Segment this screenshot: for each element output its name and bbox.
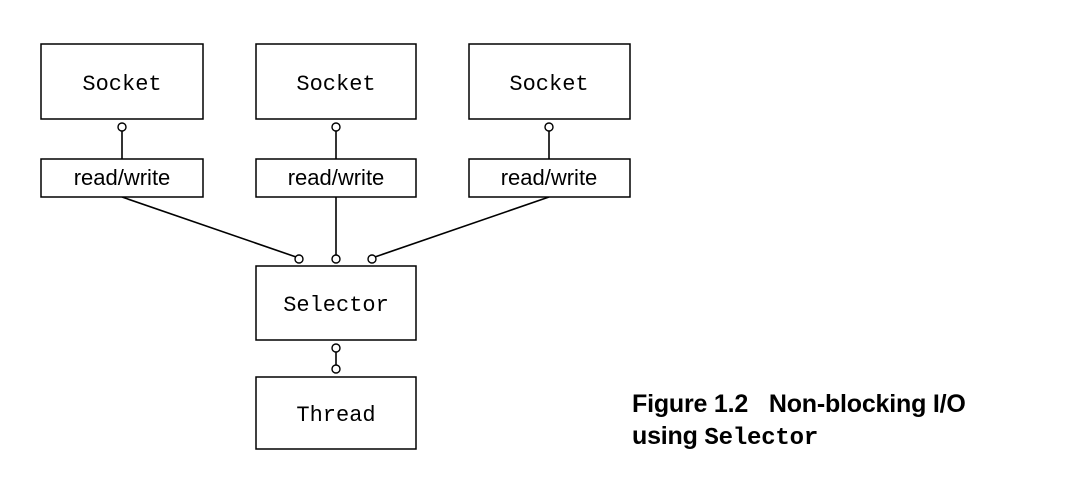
channel-2-label: read/write <box>288 165 385 190</box>
caption-line-2: using Selector <box>632 420 1052 455</box>
connector-socket-1 <box>117 122 127 132</box>
connector-selector-left <box>294 254 304 264</box>
thread-label: Thread <box>296 403 375 428</box>
connector-socket-2 <box>331 122 341 132</box>
socket-3: Socket <box>468 43 631 120</box>
wire-channel-1-to-selector <box>121 196 300 259</box>
caption-title-code: Selector <box>704 425 819 452</box>
connector-socket-3 <box>544 122 554 132</box>
connection-wires <box>121 127 550 370</box>
connector-selector-bottom <box>331 343 341 353</box>
socket-1: Socket <box>40 43 204 120</box>
channel-3-label: read/write <box>501 165 598 190</box>
connector-selector-right <box>367 254 377 264</box>
wire-channel-3-to-selector <box>371 196 550 259</box>
channel-1: read/write <box>40 158 204 198</box>
caption-title-prefix: Non-blocking I/O <box>768 390 966 418</box>
channel-2: read/write <box>255 158 417 198</box>
selector: Selector <box>255 265 417 341</box>
channel-3: read/write <box>468 158 631 198</box>
thread: Thread <box>255 376 417 450</box>
socket-1-label: Socket <box>82 72 161 97</box>
caption-line-1: Figure 1.2 Non-blocking I/O <box>632 388 1052 420</box>
socket-2-label: Socket <box>296 72 375 97</box>
channel-1-label: read/write <box>74 165 171 190</box>
socket-3-label: Socket <box>509 72 588 97</box>
figure-caption: Figure 1.2 Non-blocking I/O using Select… <box>632 388 1052 455</box>
figure-label: Figure 1.2 <box>632 390 749 418</box>
connector-selector-middle <box>331 254 341 264</box>
selector-label: Selector <box>283 293 389 318</box>
connector-thread-top <box>331 364 341 374</box>
caption-title-using: using <box>632 422 698 450</box>
connector-circles <box>117 122 554 374</box>
socket-2: Socket <box>255 43 417 120</box>
